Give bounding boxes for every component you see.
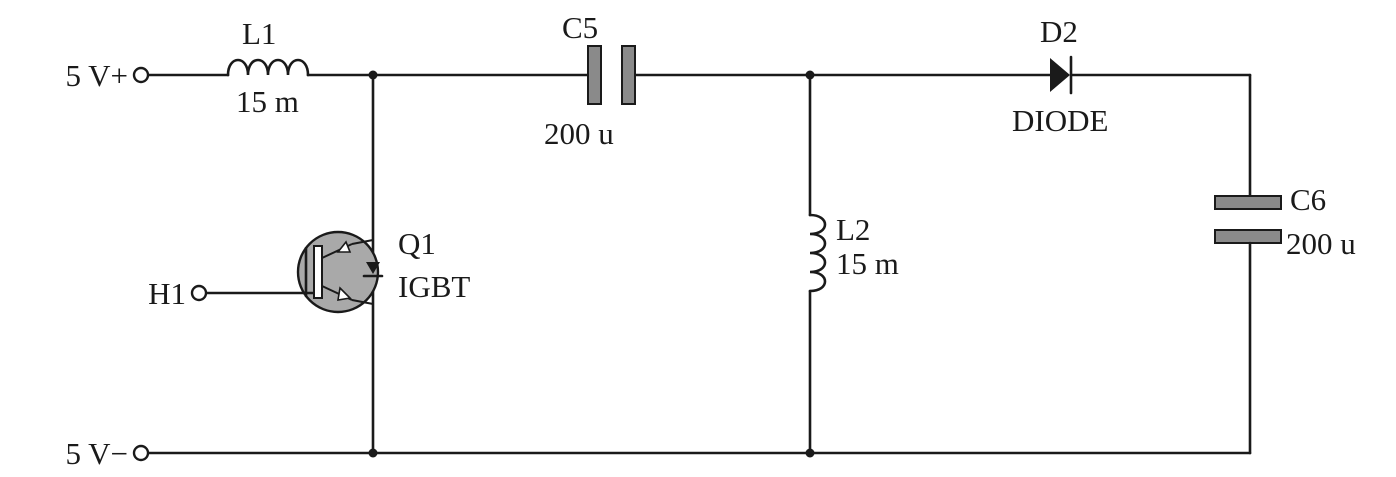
label-d2-name: D2 <box>1040 14 1078 49</box>
junction-node-top-left <box>368 70 378 80</box>
capacitor-c6-plate-bottom <box>1214 229 1282 244</box>
label-q1-value: IGBT <box>398 269 470 304</box>
capacitor-c6-plate-top <box>1214 195 1282 210</box>
diode-d2-triangle <box>1050 58 1070 92</box>
label-c5-name: C5 <box>562 10 598 45</box>
label-terminal-gate: H1 <box>148 276 186 311</box>
label-l2-value: 15 m <box>836 246 899 281</box>
label-terminal-pos: 5 V+ <box>65 58 128 93</box>
junction-node-bottom-left <box>368 448 378 458</box>
label-l2-name: L2 <box>836 212 870 247</box>
label-c6-value: 200 u <box>1286 226 1356 261</box>
terminal-neg <box>132 444 150 462</box>
inductor-l1 <box>226 58 310 77</box>
label-q1-name: Q1 <box>398 226 436 261</box>
inductor-l2 <box>808 213 827 293</box>
label-l1-value: 15 m <box>236 84 299 119</box>
terminal-pos <box>132 66 150 84</box>
junction-node-bottom-mid <box>805 448 815 458</box>
label-terminal-neg: 5 V− <box>65 436 128 471</box>
label-c5-value: 200 u <box>544 116 614 151</box>
label-l1-name: L1 <box>242 16 276 51</box>
label-c6-name: C6 <box>1290 182 1326 217</box>
junction-node-top-mid <box>805 70 815 80</box>
igbt-q1-symbol <box>296 230 384 314</box>
terminal-gate <box>190 284 208 302</box>
capacitor-c5-plate-right <box>621 45 636 105</box>
label-d2-value: DIODE <box>1012 103 1108 138</box>
capacitor-c5-plate-left <box>587 45 602 105</box>
